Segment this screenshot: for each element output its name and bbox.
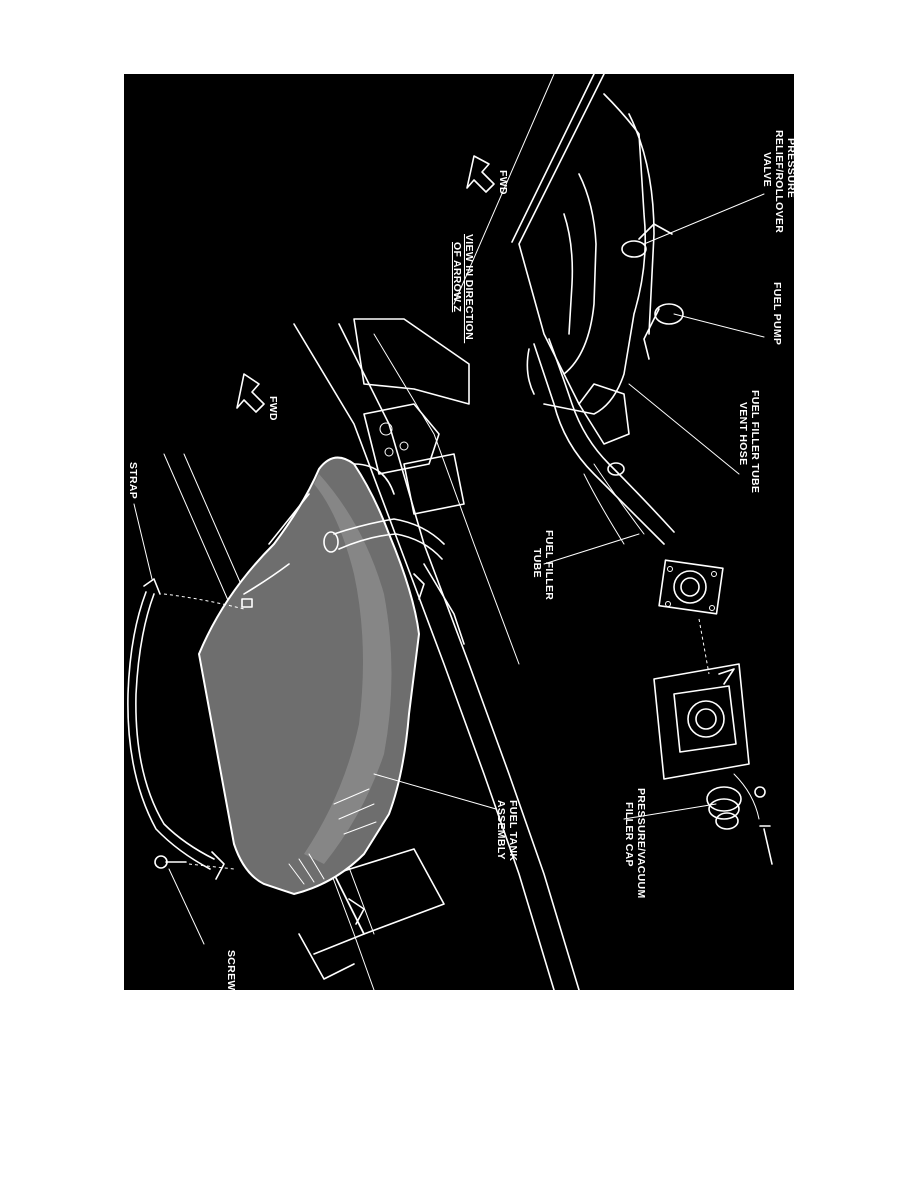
tank-filler-neck: [323, 518, 445, 600]
strap-guide-line: [163, 593, 245, 610]
fwd-top-label: FWD: [497, 170, 509, 195]
strap-screw: [154, 855, 235, 870]
cap-screw: [754, 786, 773, 865]
fuel-pump-label: FUEL PUMP: [771, 282, 783, 345]
filler-cap: [706, 773, 760, 830]
filler-cap-label: PRESSURE/VACUUM FILLER CAP: [623, 788, 647, 902]
fwd-arrow-top-icon: [466, 155, 495, 193]
strap-label: STRAP: [127, 462, 139, 499]
fwd-main-label: FWD: [267, 396, 279, 421]
tank-assembly-label: FUEL TANK ASSEMBLY: [495, 800, 519, 864]
view-direction-label: VIEW IN DIRECTION OF ARROW Z: [451, 234, 475, 343]
strap-bracket: [241, 598, 253, 608]
vent-hose-label: FUEL FILLER TUBE VENT HOSE: [737, 390, 761, 496]
screw-label: SCREW: [225, 950, 237, 990]
filler-housing-plate: [653, 663, 750, 780]
tank-strap: [127, 578, 225, 880]
fwd-arrow-main-icon: [236, 373, 265, 413]
pressure-relief-valve-label: PRESSURE RELIEF/ROLLOVER VALVE: [761, 130, 794, 236]
diagram-background: [124, 74, 794, 990]
rear-bracket: [348, 898, 365, 925]
leader-lines: [133, 193, 765, 945]
detail-view-tank: [453, 74, 684, 545]
filler-tube-label: FUEL FILLER TUBE: [531, 530, 555, 603]
fuel-tank: [197, 456, 421, 896]
fuel-system-diagram: PRESSURE RELIEF/ROLLOVER VALVE FUEL PUMP…: [124, 74, 794, 990]
filler-tube-flange: [658, 559, 724, 615]
